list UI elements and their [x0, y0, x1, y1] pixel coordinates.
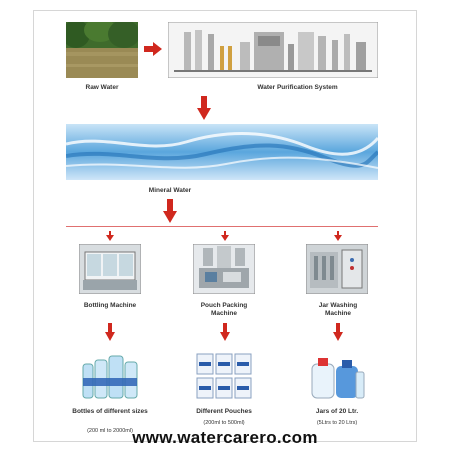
pouches-photo [193, 350, 255, 402]
bottles-photo [79, 350, 141, 402]
down-arrow-icon [163, 199, 177, 228]
pouch-packing-machine-label: Pouch Packing Machine [200, 302, 248, 317]
down-arrow-icon [221, 228, 229, 246]
jar-washing-machine-label: Jar Washing Machine [318, 302, 358, 317]
jars-photo [306, 350, 368, 402]
right-arrow-icon [144, 42, 162, 61]
down-arrow-icon [106, 228, 114, 246]
mineral-water-photo [66, 124, 378, 180]
bottles-label: Bottles of different sizes [72, 408, 148, 415]
bottles-range: (200 ml to 2000ml) [87, 428, 133, 434]
purification-system-photo [168, 22, 378, 78]
pouch-packing-machine-photo [193, 244, 255, 294]
down-arrow-icon [105, 323, 115, 346]
bottling-machine-photo [79, 244, 141, 294]
bottling-machine-label: Bottling Machine [83, 302, 137, 309]
raw-water-label: Raw Water [85, 84, 119, 91]
branch-divider [66, 226, 378, 227]
purification-label: Water Purification System [257, 84, 338, 91]
jars-range: (5Ltrs to 20 Ltrs) [316, 420, 358, 426]
down-arrow-icon [333, 323, 343, 346]
mineral-water-label: Mineral Water [148, 187, 192, 194]
website-url[interactable]: www.watercarero.com [132, 428, 318, 447]
down-arrow-icon [197, 96, 211, 125]
pouches-range: (200ml to 500ml) [203, 420, 245, 426]
raw-water-photo [66, 22, 138, 78]
pouches-label: Different Pouches [196, 408, 252, 415]
down-arrow-icon [334, 228, 342, 246]
jars-label: Jars of 20 Ltr. [315, 408, 359, 415]
down-arrow-icon [220, 323, 230, 346]
jar-washing-machine-photo [306, 244, 368, 294]
